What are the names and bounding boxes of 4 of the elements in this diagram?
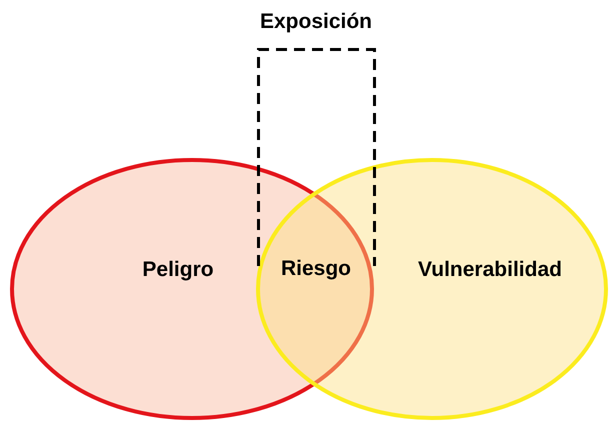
region-label: Vulnerabilidad: [418, 258, 562, 282]
region-label: Peligro: [142, 258, 214, 282]
region-label: Riesgo: [281, 257, 351, 281]
heading-label: Exposición: [260, 10, 372, 34]
